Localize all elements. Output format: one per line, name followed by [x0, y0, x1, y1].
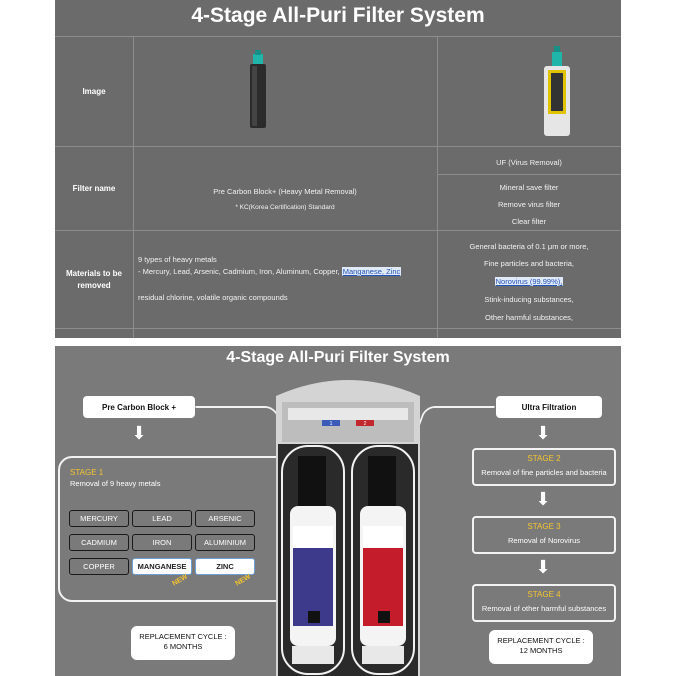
- purifier-cutaway-image: 1 2: [276, 380, 420, 676]
- down-arrow-icon: ⬇: [535, 423, 551, 443]
- metal-cadmium: CADMIUM: [69, 534, 129, 551]
- spec-table: Image Filter name Materials to be remove…: [55, 36, 621, 338]
- down-arrow-icon: ⬇: [535, 489, 551, 509]
- filter-stages-panel: 4-Stage All-Puri Filter System Pre Carbo…: [55, 346, 621, 676]
- stage4-title: STAGE 4: [527, 590, 561, 599]
- kc-certification-note: * KC(Korea Certification) Standard: [235, 204, 335, 211]
- stage2-desc: Removal of fine particles and bacteria: [481, 468, 607, 477]
- filter-number-1: 1: [330, 421, 333, 427]
- materials-chlorine: residual chlorine, volatile organic comp…: [138, 293, 288, 302]
- down-arrow-icon: ⬇: [131, 423, 147, 443]
- new-tag: NEW: [171, 573, 189, 588]
- row-label-filter-name: Filter name: [72, 184, 116, 193]
- stage1-box: STAGE 1 Removal of 9 heavy metals MERCUR…: [58, 456, 295, 602]
- stage3-desc: Removal of Norovirus: [507, 536, 581, 545]
- filter-number-2: 2: [364, 421, 367, 427]
- pre-carbon-filter-name: Pre Carbon Block+ (Heavy Metal Removal): [213, 187, 357, 196]
- replacement-period: 12 MONTHS: [519, 646, 563, 655]
- metal-iron: IRON: [132, 534, 192, 551]
- row-label-image: Image: [82, 87, 106, 96]
- uf-material: Stink-inducing substances,: [484, 295, 574, 304]
- metal-arsenic: ARSENIC: [195, 510, 255, 527]
- replacement-label: REPLACEMENT CYCLE :: [139, 632, 227, 641]
- table-divider: [133, 36, 134, 338]
- norovirus-highlight: Norovirus (99.99%),: [494, 277, 564, 286]
- metal-zinc: ZINC: [195, 558, 255, 575]
- ultra-filtration-label: Ultra Filtration: [496, 396, 602, 418]
- replacement-period: 6 MONTHS: [163, 642, 203, 651]
- replacement-cycle-right: REPLACEMENT CYCLE : 12 MONTHS: [489, 630, 593, 664]
- uf-filter-name: UF (Virus Removal): [496, 158, 562, 167]
- replacement-cycle-left: REPLACEMENT CYCLE : 6 MONTHS: [131, 626, 235, 660]
- stage1-title: STAGE 1: [70, 468, 104, 477]
- metal-manganese: MANGANESE: [132, 558, 192, 575]
- table-divider: [437, 174, 621, 175]
- materials-metals-list: - Mercury, Lead, Arsenic, Cadmium, Iron,…: [138, 266, 434, 277]
- uf-material: General bacteria of 0.1 μm or more,: [469, 242, 589, 251]
- new-tag: NEW: [234, 573, 252, 588]
- uf-material: Fine particles and bacteria,: [483, 259, 575, 268]
- metals-list-text: - Mercury, Lead, Arsenic, Cadmium, Iron,…: [138, 267, 340, 276]
- metal-lead: LEAD: [132, 510, 192, 527]
- metal-copper: COPPER: [69, 558, 129, 575]
- down-arrow-icon: ⬇: [535, 557, 551, 577]
- stage4-desc: Removal of other harmful substances: [481, 604, 607, 613]
- diagram-title: 4-Stage All-Puri Filter System: [226, 349, 450, 366]
- table-divider: [55, 328, 621, 329]
- uf-material: Other harmful substances,: [485, 313, 573, 322]
- pre-carbon-filter-image: [250, 50, 266, 128]
- uf-feature: Clear filter: [511, 217, 547, 226]
- pre-carbon-label: Pre Carbon Block +: [83, 396, 195, 418]
- table-divider: [437, 36, 438, 338]
- stage4-box: STAGE 4 Removal of other harmful substan…: [472, 584, 616, 622]
- table-title: 4-Stage All-Puri Filter System: [191, 4, 485, 27]
- uf-filter-image: [544, 46, 570, 136]
- table-border: [55, 36, 621, 37]
- table-divider: [55, 230, 621, 231]
- metals-list-highlight: Manganese, Zinc: [341, 267, 402, 276]
- metal-aluminium: ALUMINIUM: [195, 534, 255, 551]
- filter-spec-table-panel: 4-Stage All-Puri Filter System Image Fil…: [55, 0, 621, 338]
- uf-feature: Mineral save filter: [499, 183, 559, 192]
- stage3-box: STAGE 3 Removal of Norovirus: [472, 516, 616, 554]
- table-divider: [55, 146, 621, 147]
- stage2-box: STAGE 2 Removal of fine particles and ba…: [472, 448, 616, 486]
- row-label-materials: Materials to be removed: [65, 269, 122, 290]
- replacement-label: REPLACEMENT CYCLE :: [497, 636, 585, 645]
- stage3-title: STAGE 3: [527, 522, 561, 531]
- uf-material-norovirus: Norovirus (99.99%),: [437, 276, 621, 287]
- uf-feature: Remove virus filter: [497, 200, 561, 209]
- stage1-subtitle: Removal of 9 heavy metals: [70, 479, 161, 488]
- materials-heavy-metals: 9 types of heavy metals: [138, 255, 217, 264]
- metal-mercury: MERCURY: [69, 510, 129, 527]
- stage2-title: STAGE 2: [527, 454, 561, 463]
